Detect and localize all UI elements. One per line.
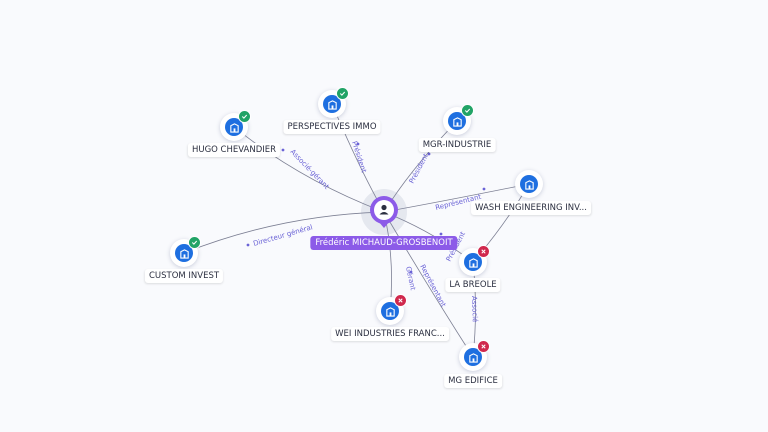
edge-custom[interactable] (183, 211, 385, 254)
company-node-wash[interactable] (515, 170, 543, 198)
edge-label-custom: Directeur général (252, 223, 313, 248)
check-icon (238, 110, 251, 123)
building-icon (464, 253, 482, 271)
edge-label-labreole-mgedifice: Associé (470, 296, 479, 323)
company-node-mgr[interactable] (443, 104, 474, 135)
building-icon (520, 175, 538, 193)
company-label-mgr[interactable]: MGR-INDUSTRIE (418, 138, 496, 152)
edge-arrow (482, 187, 486, 191)
company-node-hugo[interactable] (220, 110, 251, 141)
edge-label-mgr: Président (408, 152, 431, 185)
company-label-hugo[interactable]: HUGO CHEVANDIER (187, 143, 281, 157)
company-label-wei[interactable]: WEI INDUSTRIES FRANC... (331, 327, 449, 341)
edge-arrow (246, 243, 250, 247)
building-icon (381, 302, 399, 320)
close-icon (477, 245, 490, 258)
edge-arrow (427, 152, 431, 156)
edge-hugo[interactable] (233, 126, 385, 213)
person-icon (370, 196, 398, 228)
edge-wash[interactable] (383, 183, 530, 213)
company-label-mgedifice[interactable]: MG EDIFICE (444, 374, 502, 388)
building-icon (448, 112, 466, 130)
edge-arrow (281, 148, 285, 152)
close-icon (477, 340, 490, 353)
company-node-custom[interactable] (170, 236, 201, 267)
edge-arrow (409, 270, 413, 274)
edge-mgedifice[interactable] (383, 211, 474, 358)
building-icon (225, 118, 243, 136)
edge-label-wei: Gérant (404, 266, 417, 291)
building-icon (464, 348, 482, 366)
building-icon (175, 244, 193, 262)
building-icon (323, 95, 341, 113)
person-node[interactable] (361, 189, 407, 235)
company-node-wei[interactable] (376, 294, 407, 325)
company-label-labreole[interactable]: LA BREOLE (445, 278, 501, 292)
company-node-mgedifice[interactable] (459, 340, 490, 371)
check-icon (188, 236, 201, 249)
company-label-wash[interactable]: WASH ENGINEERING INV... (471, 201, 591, 215)
edge-arrow (439, 232, 443, 236)
person-name-label[interactable]: Frédéric MICHAUD-GROSBENOIT (310, 236, 458, 250)
edge-arrow (356, 142, 360, 146)
edge-label-mgedifice: Représentant (418, 263, 447, 308)
company-node-labreole[interactable] (459, 245, 490, 276)
company-label-perspectives[interactable]: PERSPECTIVES IMMO (283, 120, 381, 134)
check-icon (461, 104, 474, 117)
check-icon (336, 87, 349, 100)
company-label-custom[interactable]: CUSTOM INVEST (144, 269, 224, 283)
company-node-perspectives[interactable] (318, 87, 349, 118)
close-icon (394, 294, 407, 307)
edge-label-perspectives: Président (350, 140, 368, 174)
